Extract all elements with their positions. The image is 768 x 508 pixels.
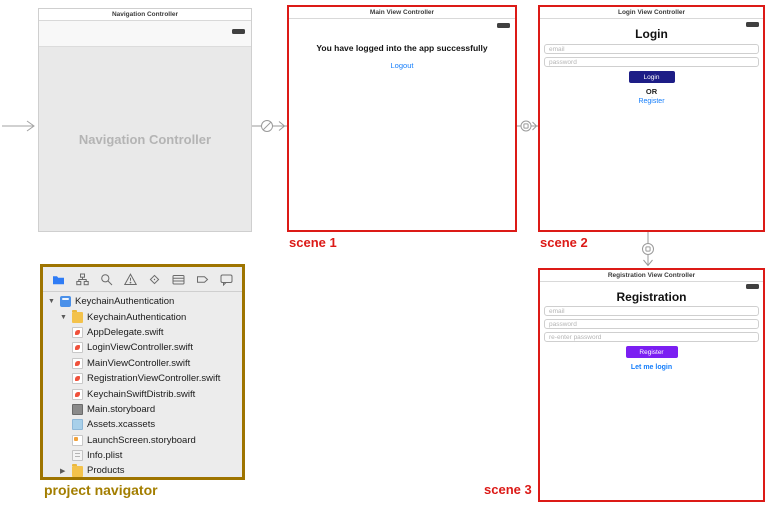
registration-view-controller-scene[interactable]: Registration View Controller Registratio… xyxy=(538,268,765,502)
scene-titlebar: Login View Controller xyxy=(540,7,763,19)
register-link[interactable]: Register xyxy=(638,98,665,105)
tree-label: MainViewController.swift xyxy=(87,357,191,369)
tree-row-file[interactable]: LoginViewController.swift xyxy=(43,340,242,355)
file-tree: ▼ KeychainAuthentication ▼ KeychainAuthe… xyxy=(43,292,242,479)
password-field[interactable] xyxy=(544,319,759,329)
source-control-icon[interactable] xyxy=(76,273,89,286)
or-label: OR xyxy=(645,87,658,96)
storyboard-file-icon xyxy=(72,403,83,415)
tree-row-file[interactable]: MainViewController.swift xyxy=(43,356,242,371)
project-navigator-caption: project navigator xyxy=(44,482,158,498)
login-view-controller-scene[interactable]: Login View Controller Login Login OR Reg… xyxy=(538,5,765,232)
xcode-project-icon xyxy=(60,296,71,308)
navigation-controller-scene[interactable]: Navigation Controller Navigation Control… xyxy=(38,8,252,232)
tree-row-file[interactable]: AppDelegate.swift xyxy=(43,325,242,340)
folder-icon xyxy=(72,463,83,477)
scene1-caption: scene 1 xyxy=(289,235,337,250)
logout-button[interactable]: Logout xyxy=(390,61,414,70)
project-navigator-icon[interactable] xyxy=(52,273,65,286)
tree-label: Products xyxy=(87,465,125,477)
tree-row-file[interactable]: RegistrationViewController.swift xyxy=(43,371,242,386)
registration-heading: Registration xyxy=(616,290,687,304)
relationship-segue-icon[interactable] xyxy=(252,119,287,133)
login-button[interactable]: Login xyxy=(628,71,675,83)
disclosure-closed-icon[interactable]: ▶ xyxy=(60,467,66,475)
report-navigator-icon[interactable] xyxy=(220,273,233,286)
swift-file-icon xyxy=(72,357,83,369)
tree-row-file[interactable]: KeychainSwiftDistrib.swift xyxy=(43,386,242,401)
battery-icon xyxy=(497,23,510,28)
tree-label: Main.storyboard xyxy=(87,403,156,415)
project-navigator-panel: ▼ KeychainAuthentication ▼ KeychainAuthe… xyxy=(40,264,245,480)
swift-file-icon xyxy=(72,326,83,338)
let-me-login-link[interactable]: Let me login xyxy=(630,364,673,371)
launchscreen-file-icon xyxy=(72,434,83,446)
scene3-caption: scene 3 xyxy=(484,482,532,497)
plist-file-icon xyxy=(72,450,83,462)
scene-title: Main View Controller xyxy=(369,9,435,16)
tree-row-file[interactable]: Info.plist xyxy=(43,448,242,463)
navigation-controller-body: Navigation Controller xyxy=(39,47,251,231)
tree-row-file[interactable]: Assets.xcassets xyxy=(43,417,242,432)
logged-in-message: You have logged into the app successfull… xyxy=(316,43,488,53)
disclosure-open-icon[interactable]: ▼ xyxy=(60,313,67,321)
scene-title: Registration View Controller xyxy=(607,272,696,279)
swift-file-icon xyxy=(72,388,83,400)
show-segue-icon[interactable] xyxy=(517,119,538,133)
issue-navigator-icon[interactable] xyxy=(124,272,137,286)
tree-label: Assets.xcassets xyxy=(87,419,156,431)
battery-icon xyxy=(746,22,759,27)
tree-row-file[interactable]: LaunchScreen.storyboard xyxy=(43,433,242,448)
tree-row-group[interactable]: ▼ KeychainAuthentication xyxy=(43,309,242,324)
battery-icon xyxy=(232,29,245,34)
scene-title: Login View Controller xyxy=(617,9,686,16)
initial-vc-arrow[interactable] xyxy=(0,119,38,133)
swift-file-icon xyxy=(72,373,83,385)
register-button[interactable]: Register xyxy=(625,346,678,358)
disclosure-open-icon[interactable]: ▼ xyxy=(48,298,55,306)
login-heading: Login xyxy=(635,27,668,41)
navigation-controller-label: Navigation Controller xyxy=(78,131,212,147)
assets-catalog-icon xyxy=(72,419,83,431)
search-icon[interactable] xyxy=(100,273,113,286)
show-segue-vertical-icon[interactable] xyxy=(641,232,655,268)
tree-label: KeychainAuthentication xyxy=(87,311,187,323)
tree-label: KeychainSwiftDistrib.swift xyxy=(87,388,196,400)
tree-row-products[interactable]: ▶ Products xyxy=(43,463,242,478)
password-field[interactable] xyxy=(544,57,759,67)
swift-file-icon xyxy=(72,342,83,354)
test-navigator-icon[interactable] xyxy=(148,273,161,286)
reenter-password-field[interactable] xyxy=(544,332,759,342)
tree-label: KeychainAuthentication xyxy=(75,296,175,308)
navigation-bar xyxy=(39,21,251,47)
battery-icon xyxy=(746,284,759,289)
scene2-caption: scene 2 xyxy=(540,235,588,250)
debug-navigator-icon[interactable] xyxy=(172,273,185,286)
tree-label: LaunchScreen.storyboard xyxy=(87,434,196,446)
tree-label: Info.plist xyxy=(87,450,123,462)
breakpoint-navigator-icon[interactable] xyxy=(196,273,209,286)
scene-titlebar: Navigation Controller xyxy=(39,9,251,21)
tree-label: LoginViewController.swift xyxy=(87,342,193,354)
scene-title: Navigation Controller xyxy=(111,11,179,18)
tree-row-file[interactable]: Main.storyboard xyxy=(43,402,242,417)
folder-icon xyxy=(72,310,83,324)
email-field[interactable] xyxy=(544,306,759,316)
navigator-toolbar xyxy=(43,267,242,292)
tree-row-project[interactable]: ▼ KeychainAuthentication xyxy=(43,294,242,309)
tree-label: RegistrationViewController.swift xyxy=(87,373,221,385)
tree-label: AppDelegate.swift xyxy=(87,326,164,338)
scene-titlebar: Main View Controller xyxy=(289,7,515,19)
scene-titlebar: Registration View Controller xyxy=(540,270,763,282)
email-field[interactable] xyxy=(544,44,759,54)
main-view-controller-scene[interactable]: Main View Controller You have logged int… xyxy=(287,5,517,232)
